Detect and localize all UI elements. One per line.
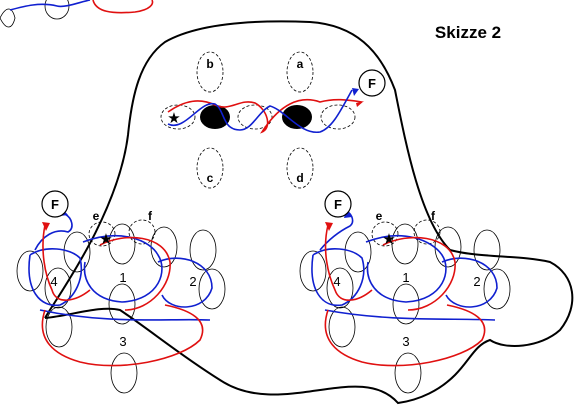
center-red-thread [167,98,363,134]
bead-right [282,105,312,129]
star-center: ★ [167,110,180,127]
label-b: b [206,57,213,71]
star-left: ★ [99,231,112,248]
ring-1-left: 1 [119,270,126,285]
label-f-left: f [148,209,153,223]
f-marker-center-label: F [368,76,376,91]
oval-c [196,147,224,189]
ring-2-right: 2 [473,274,480,289]
oval-a [286,51,314,93]
page-title: Skizze 2 [435,23,501,42]
ring-4-left: 4 [50,274,57,289]
center-blue-thread [167,89,353,133]
ring-1-right: 1 [402,270,409,285]
oval-center-right [320,104,356,130]
f-marker-center [358,69,386,97]
flower-group-left: F e f ★ 1 2 3 4 [16,190,226,394]
label-a: a [297,57,304,71]
oval-center-mid [237,104,273,130]
oval-d [286,147,314,189]
label-d: d [296,171,303,185]
oval-b [196,51,224,93]
ring-3-right: 3 [402,334,409,349]
bead-left [200,105,230,129]
center-blue-arrowhead [352,88,359,96]
star-right: ★ [382,231,395,248]
outline-shape [44,20,574,405]
label-f-right: f [431,209,436,223]
f-marker-right [324,190,352,218]
label-c: c [207,171,214,185]
f-marker-left-label: F [51,197,59,212]
ring-4-right: 4 [333,274,340,289]
flower-group-right: F e f ★ 1 2 3 4 [299,190,511,394]
label-e-right: e [376,209,383,223]
f-marker-left [41,190,69,218]
corner-fragment [0,0,154,28]
label-e-left: e [93,209,100,223]
oval-center-left [160,104,196,130]
f-marker-right-label: F [334,197,342,212]
ring-3-left: 3 [119,334,126,349]
ring-2-left: 2 [189,274,196,289]
center-red-arrowhead [356,101,364,107]
